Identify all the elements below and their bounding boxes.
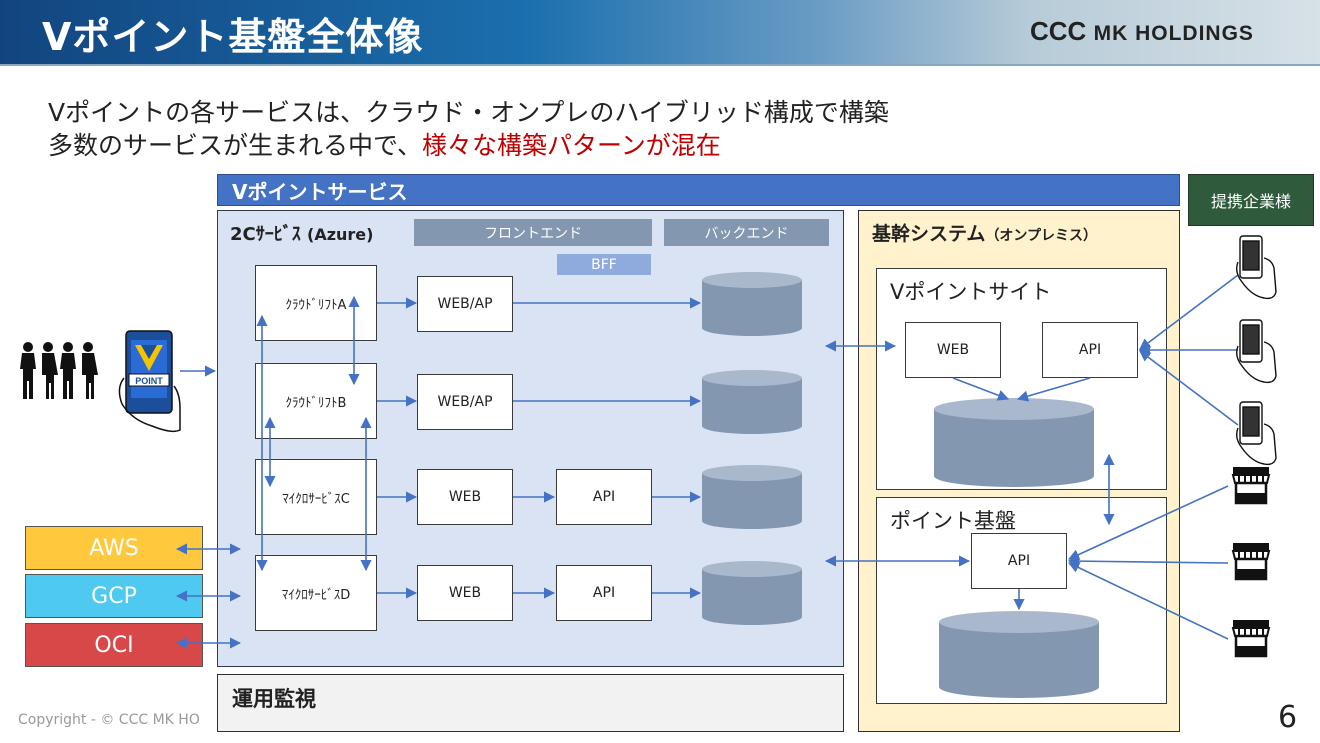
service-box-cloudlift-a: ｸﾗｳﾄﾞﾘﾌﾄA (255, 265, 377, 341)
panel-2c-title-text: 2Cｻｰﾋﾞｽ (230, 224, 301, 245)
partners-label: 提携企業様 (1188, 174, 1314, 226)
panel-2c-title-suffix: (Azure) (307, 225, 374, 244)
lead-line-2-prefix: 多数のサービスが生まれる中で、 (48, 131, 423, 160)
header-divider (0, 64, 1320, 66)
storefront-icon (1231, 467, 1271, 658)
svg-text:POINT: POINT (135, 376, 163, 386)
service-box-microservice-d: ﾏｲｸﾛｻｰﾋﾞｽD (255, 555, 377, 631)
point-base-title: ポイント基盤 (890, 509, 1016, 533)
slide-title: Vポイント基盤全体像 (42, 15, 424, 59)
service-box-microservice-c: ﾏｲｸﾛｻｰﾋﾞｽC (255, 459, 377, 535)
cloud-aws: AWS (25, 526, 203, 570)
backend-tag: バックエンド (664, 219, 829, 246)
copyright-text: Copyright - © CCC MK HO (18, 712, 200, 728)
site-api-box: API (1042, 322, 1138, 378)
service-box-cloudlift-b: ｸﾗｳﾄﾞﾘﾌﾄB (255, 363, 377, 439)
frontend-box-row-1: WEB/AP (417, 276, 513, 332)
api-box-row-4: API (556, 565, 652, 621)
frontend-box-row-4: WEB (417, 565, 513, 621)
lead-line-1: Vポイントの各サービスは、クラウド・オンプレのハイブリッド構成で構築 (48, 98, 889, 127)
people-group-icon (20, 342, 98, 399)
vpoint-app-phone-icon: POINT (118, 330, 181, 433)
slide-header (0, 0, 1320, 64)
panel-operations-monitoring (217, 674, 844, 732)
smartphone-in-hand-icon (1235, 235, 1277, 466)
page-number: 6 (1278, 700, 1298, 735)
base-api-box: API (971, 533, 1067, 589)
cloud-oci: OCI (25, 623, 203, 667)
logo-holdings-text: MK HOLDINGS (1093, 22, 1254, 45)
operations-monitoring-title: 運用監視 (232, 687, 316, 711)
lead-line-2-emphasis: 様々な構築パターンが混在 (422, 131, 721, 160)
site-web-box: WEB (905, 322, 1001, 378)
panel-2c-title: 2Cｻｰﾋﾞｽ (Azure) (230, 220, 373, 246)
frontend-box-row-3: WEB (417, 469, 513, 525)
bff-tag: BFF (557, 254, 651, 275)
panel-core-title-text: 基幹システム (872, 223, 986, 245)
logo-ccc-text: CCC (1030, 16, 1087, 46)
frontend-tag: フロントエンド (414, 219, 652, 246)
cloud-gcp: GCP (25, 574, 203, 618)
panel-core-title: 基幹システム（オンプレミス） (872, 219, 1097, 246)
api-box-row-3: API (556, 469, 652, 525)
lead-line-2: 多数のサービスが生まれる中で、様々な構築パターンが混在 (48, 126, 721, 162)
vpoint-service-bar: Vポイントサービス (217, 174, 1180, 206)
company-logo: CCC MK HOLDINGS (1030, 16, 1254, 47)
panel-core-title-suffix: （オンプレミス） (985, 228, 1098, 244)
vpoint-site-title: Vポイントサイト (890, 280, 1052, 304)
frontend-box-row-2: WEB/AP (417, 374, 513, 430)
